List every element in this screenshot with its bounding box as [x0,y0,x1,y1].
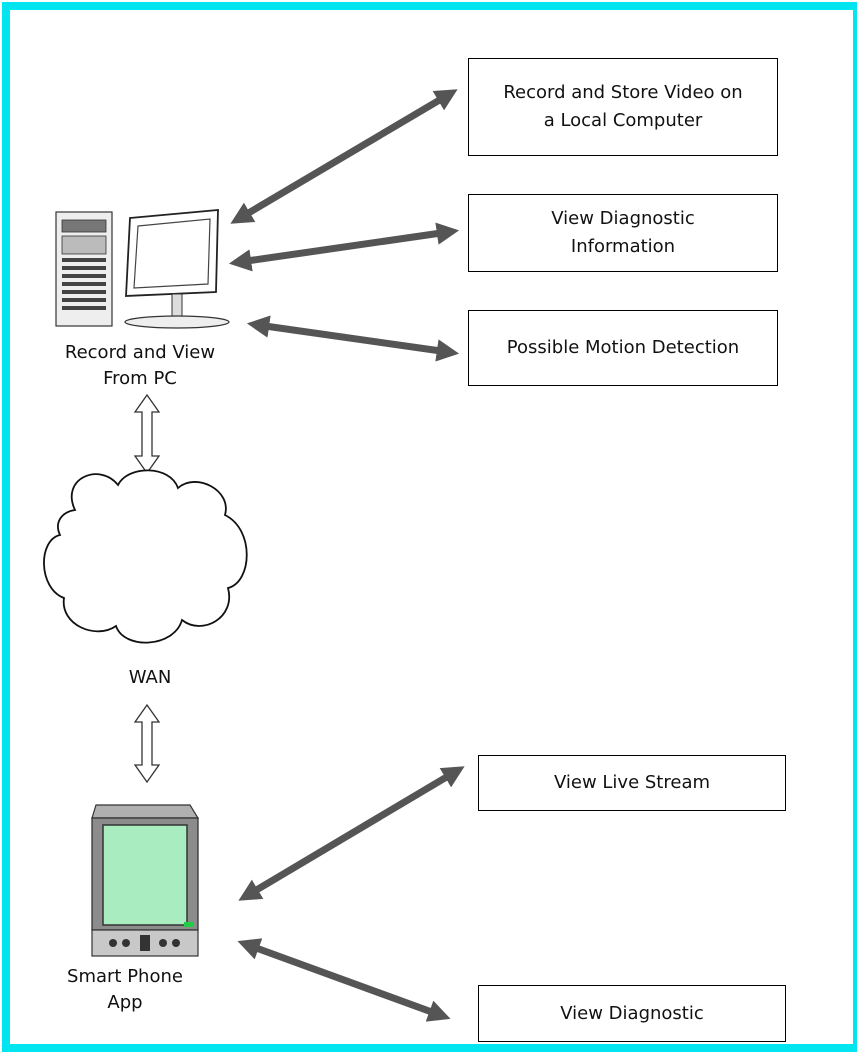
box-record-store: Record and Store Video on a Local Comput… [468,58,778,156]
label-wan: WAN [128,667,172,688]
hollow-arrow-pc-wan [133,393,161,475]
pc-tower-icon [55,211,113,327]
arrow-record-store [230,89,458,224]
box-motion-detection: Possible Motion Detection [468,310,778,386]
arrow-view-diagnostic [237,938,451,1022]
monitor-icon [124,209,230,329]
box-view-diag-info: View Diagnostic Information [468,194,778,272]
pc-arrows [228,89,460,362]
smartphone-icon [91,804,200,957]
arrow-view-live-stream [238,766,465,901]
cloud-icon [43,469,248,644]
box-view-live-stream: View Live Stream [478,755,786,811]
hollow-arrow-wan-phone [133,703,161,784]
arrow-motion-detection [246,315,460,362]
label-pc: Record and View From PC [64,342,216,389]
label-phone: Smart Phone App [67,966,183,1013]
box-view-diagnostic: View Diagnostic [478,985,786,1042]
phone-arrows [237,766,465,1022]
arrow-view-diag-info [228,222,460,272]
